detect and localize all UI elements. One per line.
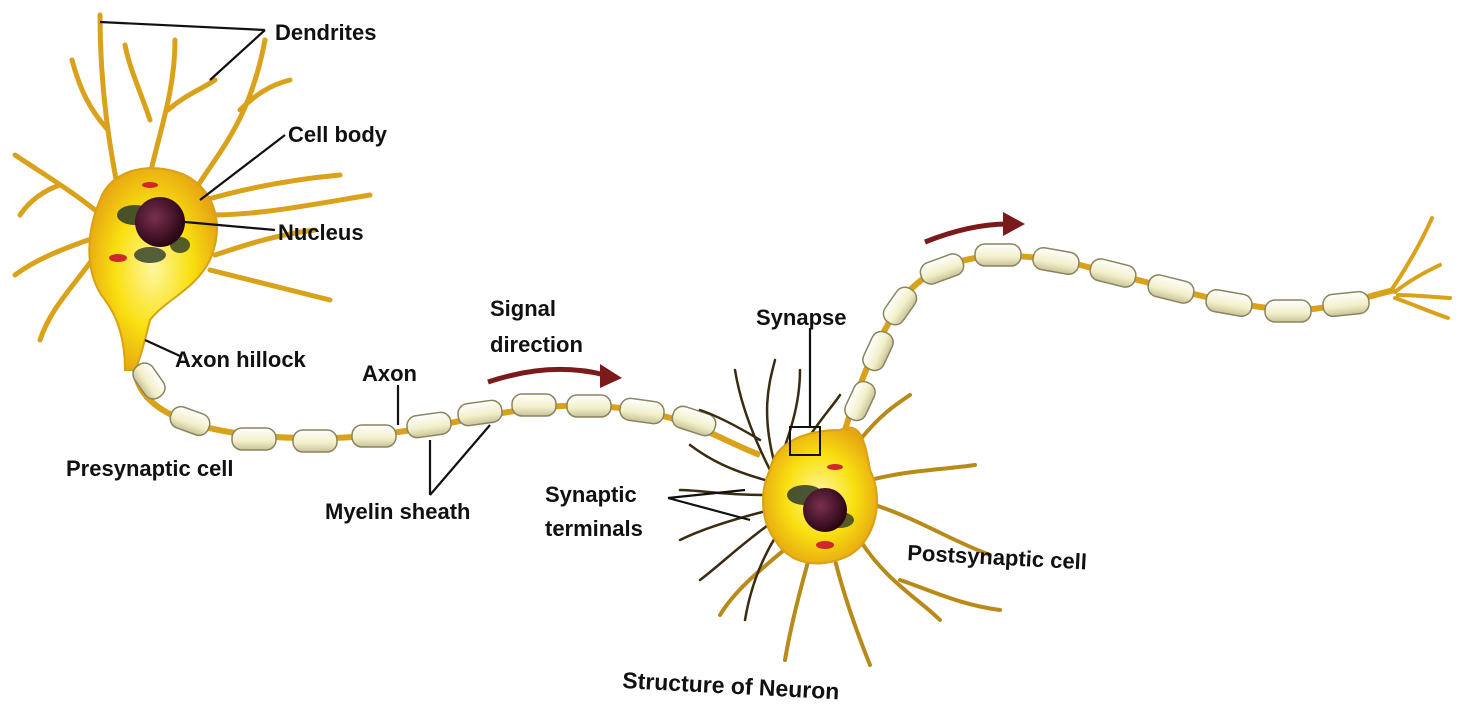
label-synapse: Synapse <box>756 305 847 330</box>
label-postsynaptic-cell: Postsynaptic cell <box>907 540 1088 574</box>
presynaptic-dendrites <box>15 15 370 340</box>
axon-terminal-branches <box>1390 218 1450 318</box>
signal-arrowhead-2 <box>1003 212 1025 236</box>
axon <box>135 370 760 455</box>
signal-arrowhead <box>600 364 622 388</box>
postsynaptic-myelin-segments <box>842 244 1370 424</box>
signal-direction-arrow <box>488 370 605 382</box>
label-myelin-sheath: Myelin sheath <box>325 499 470 524</box>
postsynaptic-nucleus <box>803 488 847 532</box>
label-nucleus: Nucleus <box>278 220 364 245</box>
signal-direction-arrow-2 <box>925 224 1008 242</box>
label-synaptic-line2: terminals <box>545 516 643 541</box>
myelin-sheath-segments <box>129 359 718 452</box>
label-axon-hillock: Axon hillock <box>175 347 307 372</box>
label-axon: Axon <box>362 361 417 386</box>
label-synaptic-line1: Synaptic <box>545 482 637 507</box>
presynaptic-nucleus <box>135 197 185 247</box>
label-presynaptic-cell: Presynaptic cell <box>66 456 234 481</box>
label-signal-line1: Signal <box>490 296 556 321</box>
diagram-caption: Structure of Neuron <box>622 667 840 704</box>
label-dendrites: Dendrites <box>275 20 376 45</box>
label-signal-line2: direction <box>490 332 583 357</box>
leader-lines <box>100 22 810 520</box>
label-cell-body: Cell body <box>288 122 388 147</box>
